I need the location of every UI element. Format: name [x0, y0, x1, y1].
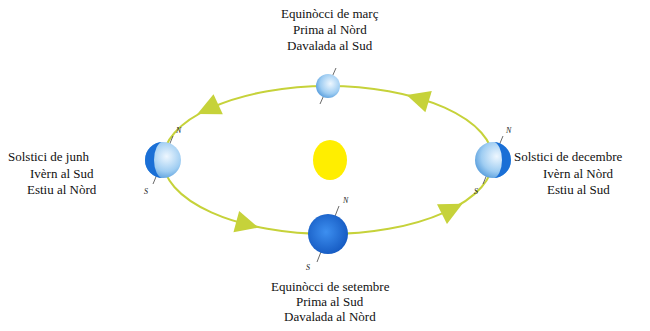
season-label: Estiu al Nòrd [27, 182, 96, 197]
sun [313, 140, 347, 180]
season-label: Equinòcci de setembre [271, 279, 389, 294]
orbit-arrow [437, 194, 467, 224]
season-label: Prima al Sud [296, 294, 363, 309]
season-label: Davalada al Sud [287, 38, 372, 53]
earth-globe [475, 136, 511, 184]
earth-globe [145, 136, 181, 184]
earth-globe [308, 206, 348, 262]
earth-globe [316, 68, 340, 104]
pole-label: N [506, 126, 511, 135]
pole-label: N [176, 126, 181, 135]
season-label: Prima al Nòrd [293, 22, 367, 37]
pole-label: S [144, 187, 148, 196]
season-label: Solstici de decembre [514, 149, 622, 164]
orbit-arrow [403, 84, 431, 112]
pole-label: S [306, 263, 310, 272]
pole-label: S [474, 187, 478, 196]
season-label: Davalada al Nòrd [284, 309, 376, 324]
orbit-path [163, 86, 493, 234]
season-label: Solstici de junh [8, 149, 89, 164]
season-label: Ivèrn al Nòrd [543, 166, 613, 181]
orbit-arrow [193, 94, 223, 124]
pole-label: N [343, 196, 348, 205]
season-label: Equinòcci de març [281, 6, 378, 21]
season-label: Ivèrn al Sud [30, 166, 94, 181]
season-label: Estiu al Sud [547, 182, 610, 197]
orbit-arrow [233, 211, 261, 238]
